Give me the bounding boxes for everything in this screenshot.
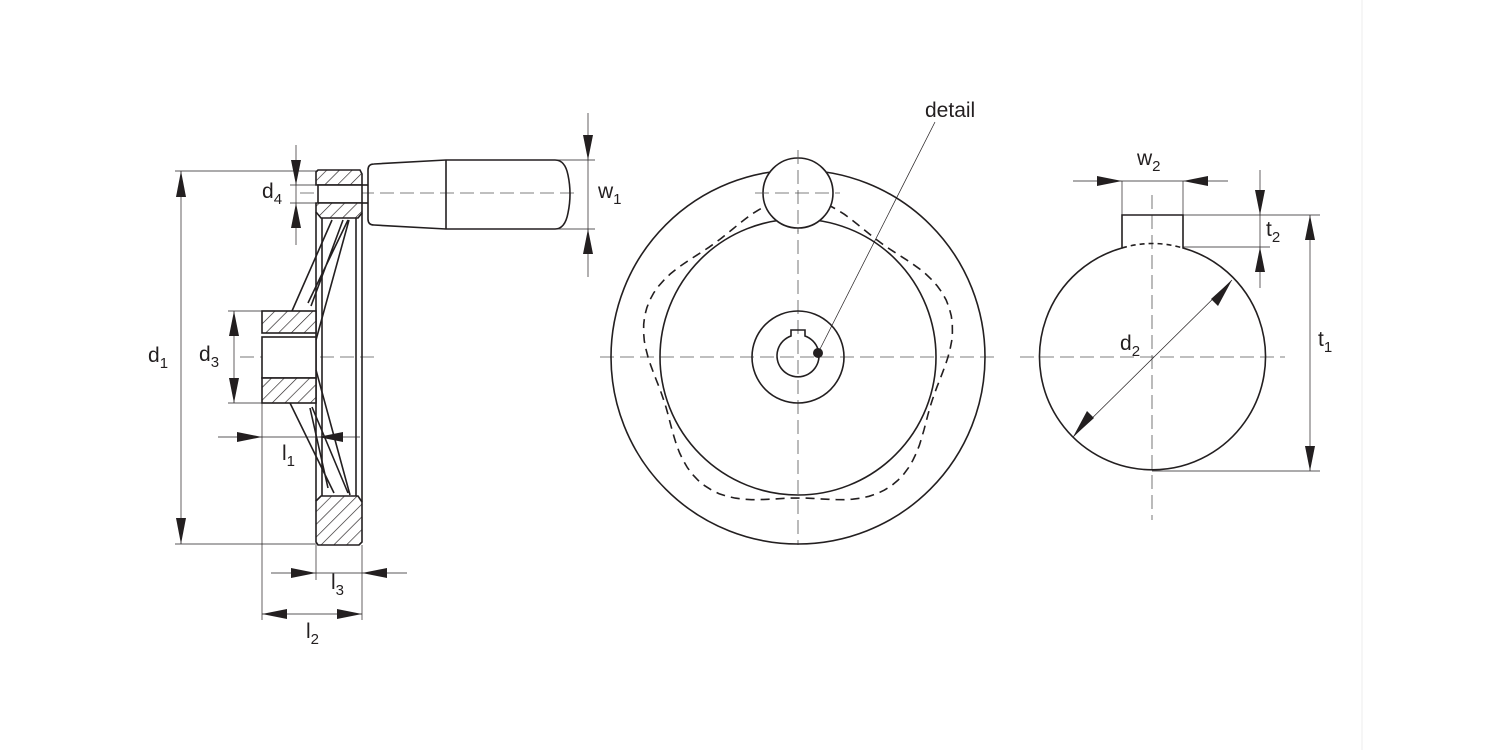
label-d2: d2	[1120, 332, 1140, 360]
detail-leader	[817, 121, 936, 354]
label-w1: w1	[597, 180, 622, 208]
label-d1: d1	[148, 344, 168, 372]
rim-top-hatch	[315, 169, 363, 186]
label-l2: l2	[306, 620, 319, 648]
side-view-dimensions: d1 d4 w1 d3 l1 l3 l2	[148, 113, 622, 648]
spoke-outline-dashed	[642, 197, 954, 501]
label-d4: d4	[262, 180, 282, 208]
detail-label: detail	[925, 99, 975, 122]
front-view: detail	[600, 99, 995, 545]
label-l1: l1	[282, 442, 295, 470]
bore-with-keyway	[1038, 214, 1267, 471]
label-t1: t1	[1318, 328, 1332, 356]
side-view	[240, 159, 575, 546]
handle-grip	[367, 159, 571, 230]
rim-bottom-hatch	[315, 495, 363, 546]
hub-bore	[261, 336, 317, 379]
keyed-bore	[776, 329, 820, 378]
hub-outer	[751, 310, 845, 404]
hub-hatch-bottom	[261, 377, 317, 404]
handle-bore	[317, 184, 363, 204]
hub-hatch-top	[261, 310, 317, 334]
rim-top-hatch-2	[315, 202, 363, 219]
detail-dot	[813, 348, 823, 358]
label-d3: d3	[199, 343, 219, 371]
label-w2: w2	[1136, 147, 1161, 175]
keyway-detail: w2 t2 t1 d2	[1020, 147, 1332, 520]
label-t2: t2	[1266, 218, 1280, 246]
label-l3: l3	[331, 571, 344, 599]
